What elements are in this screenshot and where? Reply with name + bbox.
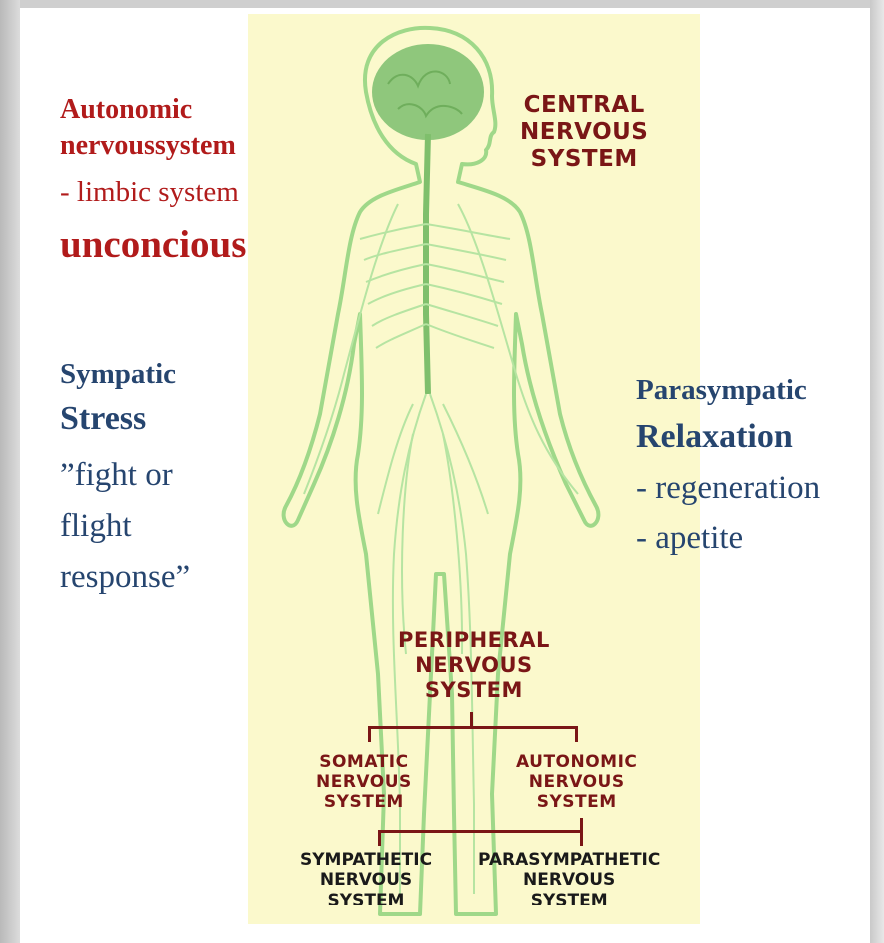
parasympatic-title: Parasympatic <box>636 374 807 407</box>
central-line-3: SYSTEM <box>520 146 648 173</box>
parasympathetic-line-3: SYSTEM <box>478 891 660 905</box>
brain-icon <box>372 44 484 140</box>
autonomic-title-line-2: nervoussystem <box>60 128 236 164</box>
tree-connector-bar-1 <box>368 726 578 729</box>
autonomic-title: Autonomic nervoussystem <box>60 92 236 165</box>
sympathetic-nervous-system-label: SYMPATHETIC NERVOUS SYSTEM <box>300 850 432 905</box>
parasympathetic-line-1: PARASYMPATHETIC <box>478 850 660 870</box>
autonomic-nervous-system-label: AUTONOMIC NERVOUS SYSTEM <box>516 752 637 812</box>
central-line-2: NERVOUS <box>520 119 648 146</box>
central-nervous-system-label: CENTRAL NERVOUS SYSTEM <box>520 92 648 173</box>
window-right-edge <box>870 0 884 943</box>
peripheral-line-1: PERIPHERAL <box>398 628 550 653</box>
fight-line-3: response” <box>60 552 190 603</box>
tree-connector-autonomic <box>575 726 578 742</box>
sympathetic-line-3: SYSTEM <box>300 891 432 905</box>
somatic-nervous-system-label: SOMATIC NERVOUS SYSTEM <box>316 752 412 812</box>
tree-connector-somatic <box>368 726 371 742</box>
regeneration-text: - regeneration <box>636 470 820 507</box>
peripheral-line-2: NERVOUS <box>398 653 550 678</box>
peripheral-nervous-system-label: PERIPHERAL NERVOUS SYSTEM <box>398 628 550 702</box>
unconcious-text: unconcious <box>60 222 246 267</box>
tree-connector-parasympathetic <box>580 830 583 846</box>
sympatic-title: Sympatic <box>60 358 176 391</box>
somatic-line-2: NERVOUS <box>316 772 412 792</box>
relaxation-text: Relaxation <box>636 418 793 456</box>
parasympathetic-nervous-system-label: PARASYMPATHETIC NERVOUS SYSTEM <box>478 850 660 905</box>
somatic-line-1: SOMATIC <box>316 752 412 772</box>
peripheral-line-3: SYSTEM <box>398 678 550 703</box>
fight-line-2: flight <box>60 501 190 552</box>
window-top-edge <box>0 0 884 8</box>
autonomic-line-2: NERVOUS <box>516 772 637 792</box>
sympathetic-line-2: NERVOUS <box>300 870 432 890</box>
tree-connector-bar-2 <box>378 830 583 833</box>
parasympathetic-line-2: NERVOUS <box>478 870 660 890</box>
sympathetic-line-1: SYMPATHETIC <box>300 850 432 870</box>
limbic-system-text: - limbic system <box>60 176 239 209</box>
stress-text: Stress <box>60 400 146 438</box>
fight-or-flight-text: ”fight or flight response” <box>60 450 190 603</box>
window-left-edge <box>0 0 20 943</box>
tree-connector-sympathetic <box>378 830 381 846</box>
apetite-text: - apetite <box>636 520 743 557</box>
autonomic-title-line-1: Autonomic <box>60 92 236 128</box>
central-line-1: CENTRAL <box>520 92 648 119</box>
autonomic-line-1: AUTONOMIC <box>516 752 637 772</box>
fight-line-1: ”fight or <box>60 450 190 501</box>
autonomic-line-3: SYSTEM <box>516 792 637 812</box>
somatic-line-3: SYSTEM <box>316 792 412 812</box>
